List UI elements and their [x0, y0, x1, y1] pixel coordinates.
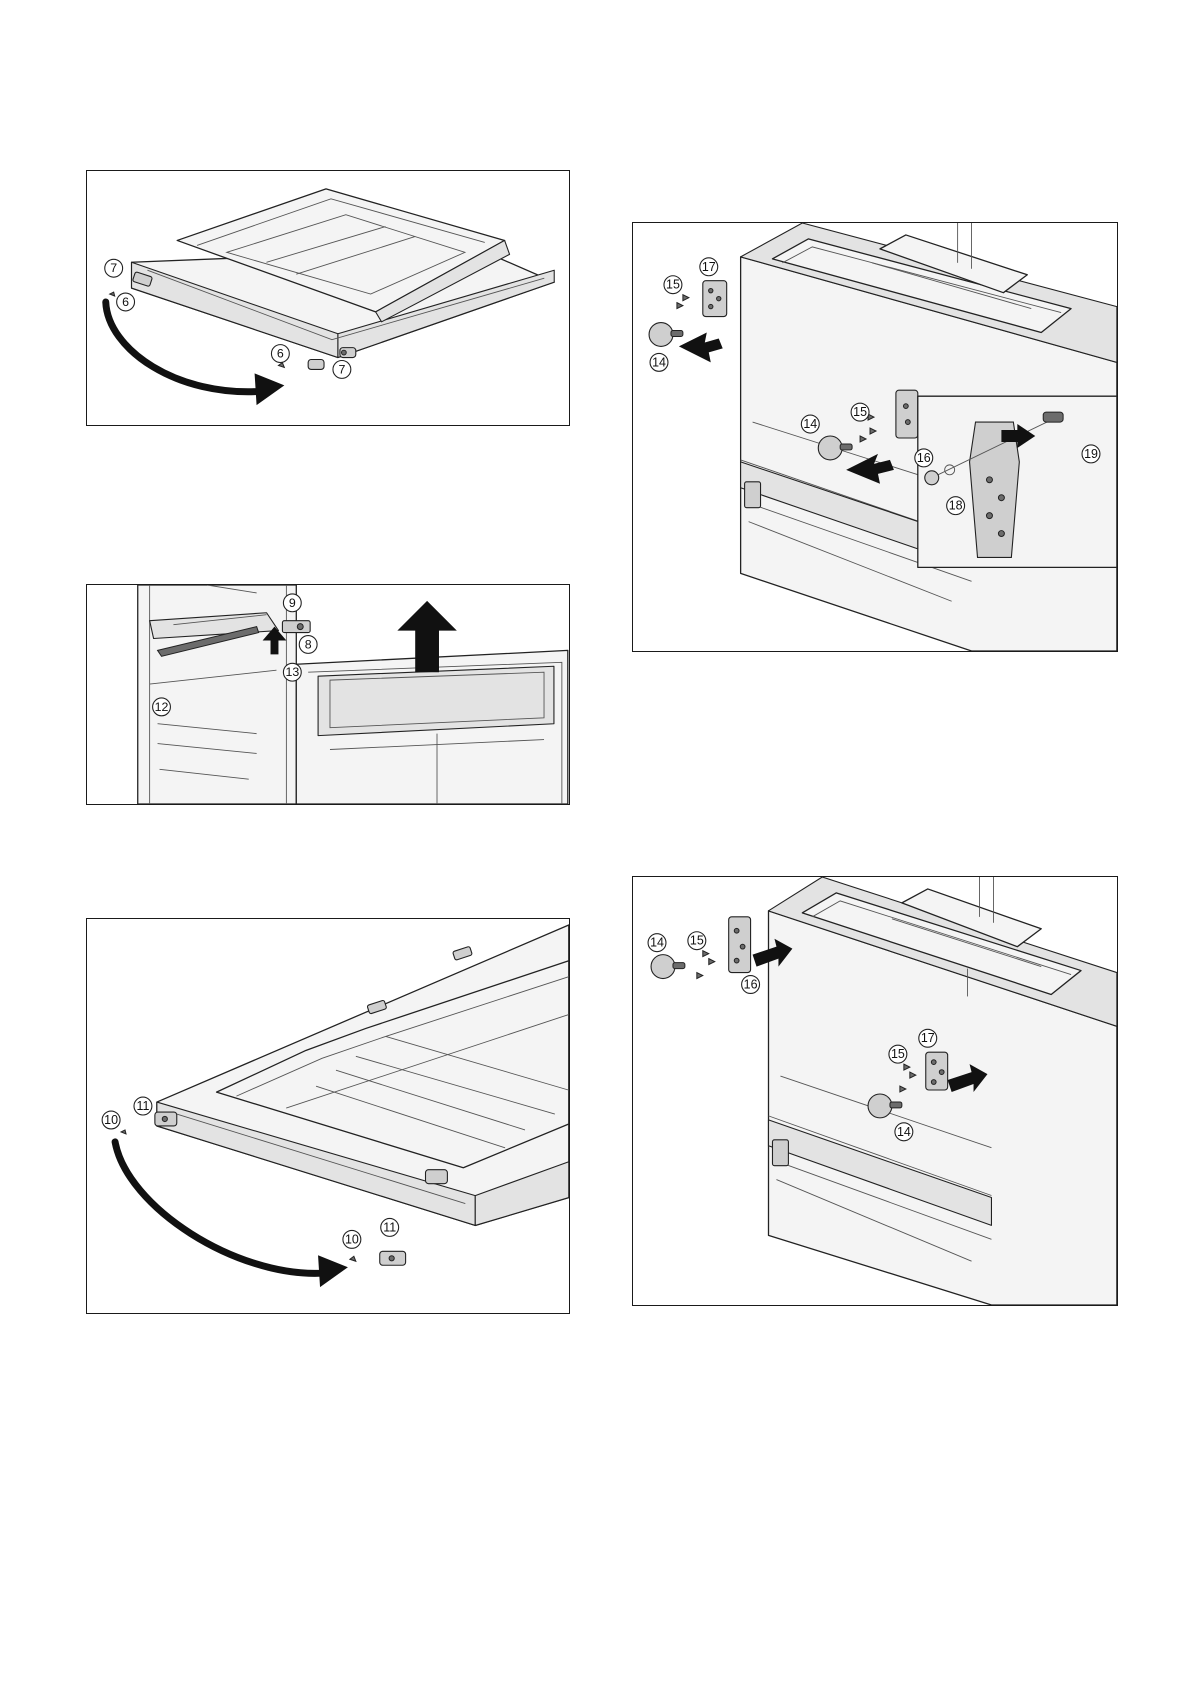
callout-18: 18	[947, 497, 965, 515]
callout-15-top: 15	[688, 932, 706, 950]
callout-number: 6	[277, 347, 284, 361]
illustration-door-perspective: 11 10 10 11	[87, 919, 569, 1313]
figure-remove-freezer-door: 9 8 13 12	[86, 584, 570, 805]
callout-9: 9	[283, 594, 301, 612]
callout-12: 12	[153, 698, 171, 716]
callout-10-bottom: 10	[343, 1230, 361, 1248]
callout-number: 12	[155, 700, 169, 714]
callout-number: 8	[305, 637, 312, 651]
callout-number: 7	[338, 362, 345, 376]
callout-14-top: 14	[648, 934, 666, 952]
callout-number: 18	[949, 499, 963, 513]
figure-remove-hinge-and-feet: 17 15 14 14 15 16 19 18	[632, 222, 1118, 652]
callout-15-middle: 15	[851, 403, 869, 421]
callout-8: 8	[299, 636, 317, 654]
callout-11-top: 11	[134, 1097, 152, 1115]
callout-17: 17	[919, 1029, 937, 1047]
callout-7-top-left: 7	[105, 259, 123, 277]
illustration-door-top-view: 7 6 6 7	[87, 171, 569, 425]
callout-number: 16	[917, 451, 931, 465]
callout-number: 13	[285, 665, 299, 679]
callout-10-left: 10	[102, 1111, 120, 1129]
callout-number: 14	[897, 1125, 911, 1139]
callout-14-bottom: 14	[895, 1123, 913, 1141]
callout-number: 14	[650, 936, 664, 950]
illustration-appliance-base-removal: 17 15 14 14 15 16 19 18	[633, 223, 1117, 651]
callout-number: 10	[104, 1113, 118, 1127]
callout-number: 15	[690, 934, 704, 948]
callout-number: 6	[122, 295, 129, 309]
callout-15-bottom: 15	[889, 1045, 907, 1063]
callout-14-top: 14	[650, 353, 668, 371]
callout-number: 11	[383, 1220, 396, 1234]
callout-number: 14	[652, 355, 666, 369]
callout-19: 19	[1082, 445, 1100, 463]
callout-14-middle: 14	[801, 415, 819, 433]
callout-11-bottom: 11	[381, 1218, 399, 1236]
illustration-open-appliance: 9 8 13 12	[87, 585, 569, 804]
callout-number: 9	[289, 596, 296, 610]
callout-6-bottom: 6	[271, 345, 289, 363]
callout-17: 17	[700, 258, 718, 276]
callout-number: 17	[921, 1031, 935, 1045]
callout-number: 15	[891, 1047, 905, 1061]
callout-16: 16	[742, 976, 760, 994]
callout-number: 11	[136, 1099, 149, 1113]
callout-number: 17	[702, 260, 716, 274]
figure-door-bottom-hinge-1: 7 6 6 7	[86, 170, 570, 426]
figure-mount-hinge-and-feet: 14 15 16 15 17 14	[632, 876, 1118, 1306]
figure-door-bottom-hinge-2: 11 10 10 11	[86, 918, 570, 1314]
callout-number: 14	[803, 417, 817, 431]
callout-7-bottom: 7	[333, 361, 351, 379]
callout-15-top: 15	[664, 276, 682, 294]
callout-number: 19	[1084, 447, 1098, 461]
callout-number: 7	[110, 261, 117, 275]
illustration-appliance-base-mounting: 14 15 16 15 17 14	[633, 877, 1117, 1305]
callout-number: 15	[666, 278, 680, 292]
callout-number: 15	[853, 405, 867, 419]
callout-number: 10	[345, 1232, 359, 1246]
callout-number: 16	[744, 977, 758, 991]
callout-6-left: 6	[117, 293, 135, 311]
callout-16: 16	[915, 449, 933, 467]
callout-13: 13	[283, 663, 301, 681]
